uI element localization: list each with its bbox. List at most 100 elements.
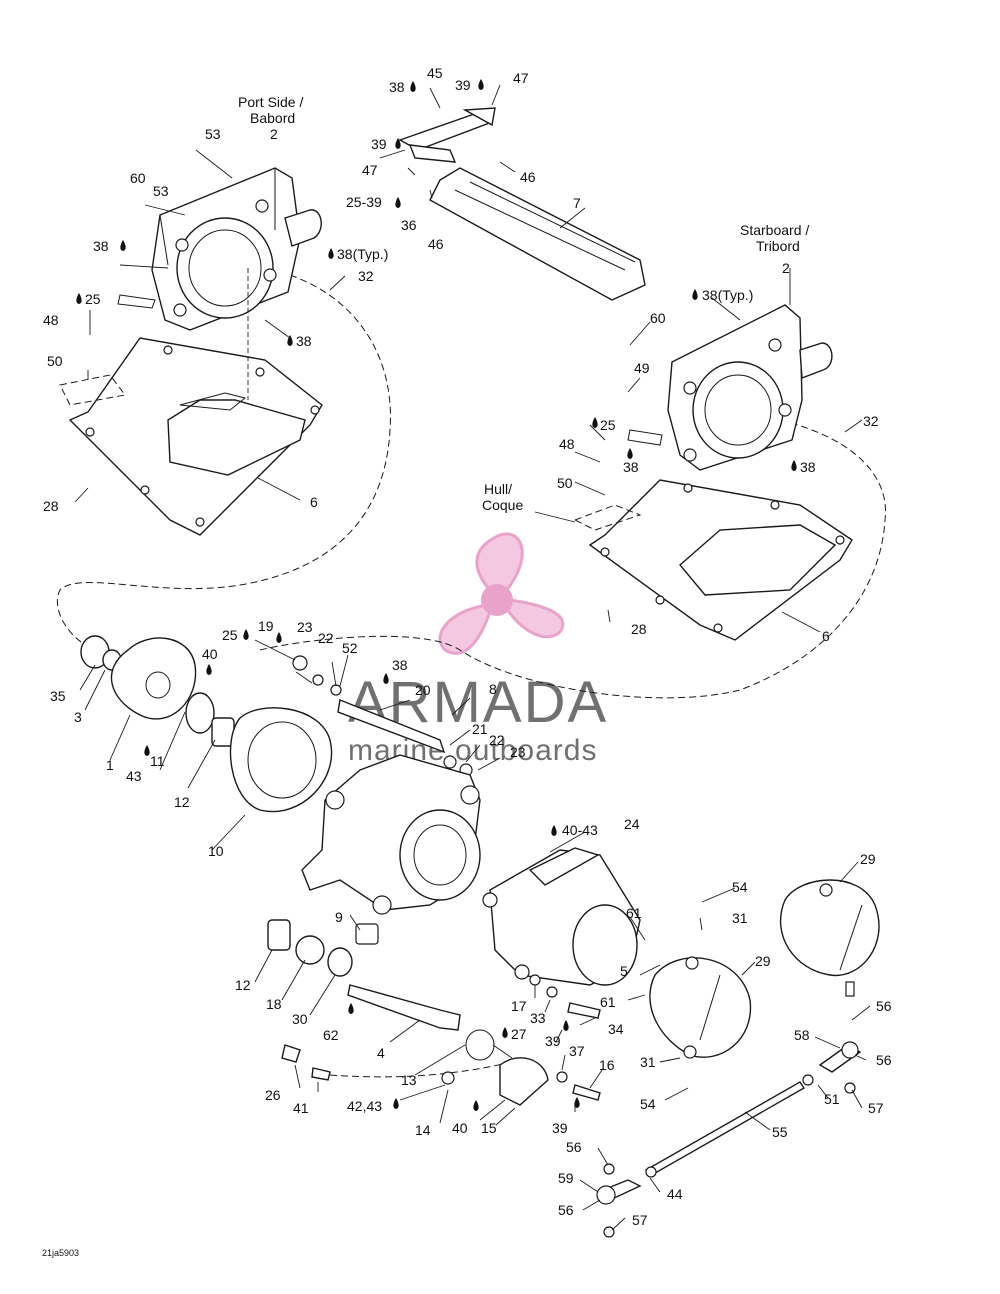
pump-housing <box>301 754 481 945</box>
drop-icon <box>328 248 334 259</box>
callout: 47 <box>362 162 378 178</box>
callout: 12 <box>174 794 190 810</box>
part-callouts: 53 2 60 53 38 38(Typ.) 32 25 38 48 50 28… <box>43 65 892 1228</box>
callout: 48 <box>559 436 575 452</box>
drop-icon <box>551 825 557 836</box>
callout: 38(Typ.) <box>337 246 388 262</box>
callout: 22 <box>489 732 505 748</box>
callout: 2 <box>270 126 278 142</box>
callout: 51 <box>824 1091 840 1107</box>
propeller-icon <box>438 532 565 655</box>
drop-icon <box>502 1027 508 1038</box>
callout: 32 <box>358 268 374 284</box>
hull-label: Hull/ <box>484 481 512 497</box>
drop-icon <box>574 1097 580 1108</box>
callout: 22 <box>318 630 334 646</box>
callout: 4 <box>377 1045 385 1061</box>
callout: 44 <box>667 1186 683 1202</box>
callout: 29 <box>860 851 876 867</box>
callout: 27 <box>511 1026 527 1042</box>
callout: 28 <box>43 498 59 514</box>
hose-dashed-line <box>329 1059 521 1078</box>
callout: 54 <box>640 1096 656 1112</box>
callout: 7 <box>573 195 581 211</box>
drop-icon <box>692 289 698 300</box>
callout: 24 <box>624 816 640 832</box>
callout: 32 <box>863 413 879 429</box>
callout: 59 <box>558 1170 574 1186</box>
drop-icon <box>627 448 633 459</box>
drop-icon <box>287 335 293 346</box>
callout: 38 <box>389 79 405 95</box>
callout: 6 <box>310 494 318 510</box>
callout: 55 <box>772 1124 788 1140</box>
callout: 50 <box>557 475 573 491</box>
drop-icon <box>120 240 126 251</box>
callout: 28 <box>631 621 647 637</box>
drop-icon <box>144 745 150 756</box>
callout: 52 <box>342 640 358 656</box>
callout: 41 <box>293 1100 309 1116</box>
callout: 30 <box>292 1011 308 1027</box>
callout: 23 <box>510 744 526 760</box>
callout: 57 <box>868 1100 884 1116</box>
callout: 56 <box>558 1202 574 1218</box>
starboard-label: Starboard / <box>740 222 809 238</box>
callout: 39 <box>455 77 471 93</box>
system-dashed-line-right <box>259 419 887 699</box>
drop-icon <box>383 673 389 684</box>
system-dashed-line-left <box>56 274 391 651</box>
callout: 56 <box>876 998 892 1014</box>
callout: 8 <box>489 681 497 697</box>
callout: 21 <box>472 721 488 737</box>
callout: 38 <box>392 657 408 673</box>
wear-ring-shaft <box>292 655 473 777</box>
port-side-intake-plate <box>59 268 323 536</box>
lubricant-drop-icons <box>76 79 797 1111</box>
callout: 50 <box>47 353 63 369</box>
callout: 36 <box>401 217 417 233</box>
drop-icon <box>592 417 598 428</box>
callout: 18 <box>266 996 282 1012</box>
callout: 38 <box>93 238 109 254</box>
callout: 58 <box>794 1027 810 1043</box>
callout: 31 <box>640 1054 656 1070</box>
callout: 25 <box>600 417 616 433</box>
starboard-side-bracket <box>627 304 833 471</box>
callout: 19 <box>258 618 274 634</box>
callout: 13 <box>401 1072 417 1088</box>
callout: 2 <box>782 260 790 276</box>
drop-icon <box>243 629 249 640</box>
top-support-bracket <box>398 107 496 163</box>
callout: 46 <box>520 169 536 185</box>
callout: 62 <box>323 1027 339 1043</box>
callout: 10 <box>208 843 224 859</box>
callout: 16 <box>599 1057 615 1073</box>
callout: 40 <box>202 646 218 662</box>
callout: 40 <box>452 1120 468 1136</box>
drop-icon <box>395 138 401 149</box>
impeller-group <box>80 635 333 813</box>
callout: 49 <box>634 360 650 376</box>
callout: 57 <box>632 1212 648 1228</box>
callout: 46 <box>428 236 444 252</box>
callout: 23 <box>297 619 313 635</box>
callout: 25 <box>222 627 238 643</box>
ride-plate-ramp <box>429 167 646 301</box>
callout: 38 <box>623 459 639 475</box>
callout: 1 <box>106 757 114 773</box>
drop-icon <box>473 1100 479 1111</box>
callout: 31 <box>732 910 748 926</box>
steering-nozzle-left <box>649 956 752 1059</box>
callout: 20 <box>415 682 431 698</box>
callout: 39 <box>545 1033 561 1049</box>
callout: 40-43 <box>562 822 598 838</box>
callout: 38 <box>296 333 312 349</box>
armada-logo: ARMADA marine outboards <box>348 532 606 767</box>
callout: 53 <box>153 183 169 199</box>
section-labels: Port Side / Babord Starboard / Tribord H… <box>42 94 809 1258</box>
callout: 3 <box>74 709 82 725</box>
hull-label-fr: Coque <box>482 497 523 513</box>
starboard-intake-plate <box>573 479 853 641</box>
callout: 14 <box>415 1122 431 1138</box>
